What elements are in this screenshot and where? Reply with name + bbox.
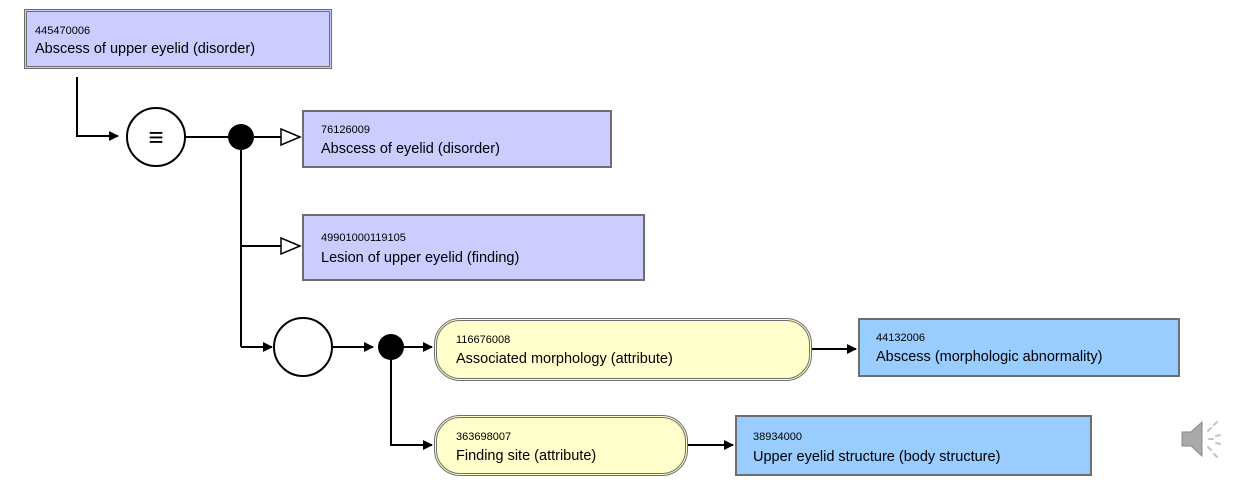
value-concept-1-box[interactable]: 44132006 Abscess (morphologic abnormalit… — [858, 318, 1180, 377]
parent-concept-1-label: Abscess of eyelid (disorder) — [321, 141, 500, 157]
attribute-1-label: Associated morphology (attribute) — [456, 351, 673, 367]
equivalence-symbol: ≡ — [148, 122, 164, 152]
value-concept-2-label: Upper eyelid structure (body structure) — [753, 449, 1001, 465]
parent-concept-2-label: Lesion of upper eyelid (finding) — [321, 250, 520, 266]
is-a-arrow-1 — [280, 127, 302, 147]
attribute-2-box[interactable]: 363698007 Finding site (attribute) — [434, 415, 688, 476]
attribute-2-label: Finding site (attribute) — [456, 448, 597, 464]
parent-concept-2-code: 49901000119105 — [321, 232, 406, 244]
focus-concept-code: 445470006 — [35, 25, 91, 37]
focus-concept-box[interactable]: 445470006 Abscess of upper eyelid (disor… — [24, 9, 332, 69]
value-concept-2-code: 38934000 — [753, 431, 802, 443]
connector-focus-to-equivalence — [76, 77, 119, 141]
focus-concept-label: Abscess of upper eyelid (disorder) — [35, 41, 256, 57]
value-concept-1-code: 44132006 — [876, 332, 925, 344]
parent-concept-2-box[interactable]: 49901000119105 Lesion of upper eyelid (f… — [302, 214, 645, 281]
parent-concept-1-code: 76126009 — [321, 124, 370, 136]
attribute-1-code: 116676008 — [456, 334, 511, 346]
speaker-icon[interactable] — [1178, 414, 1228, 464]
value-concept-1-label: Abscess (morphologic abnormality) — [876, 349, 1103, 365]
junction-dot-main — [228, 124, 254, 150]
attribute-1-box[interactable]: 116676008 Associated morphology (attribu… — [434, 318, 812, 381]
is-a-arrow-2 — [280, 236, 302, 256]
attribute-2-code: 363698007 — [456, 431, 512, 443]
connector-to-attribute-2 — [390, 360, 433, 450]
value-concept-2-box[interactable]: 38934000 Upper eyelid structure (body st… — [735, 415, 1092, 476]
junction-dot-group — [378, 334, 404, 360]
role-group-circle — [273, 317, 333, 377]
parent-concept-1-box[interactable]: 76126009 Abscess of eyelid (disorder) — [302, 110, 612, 168]
